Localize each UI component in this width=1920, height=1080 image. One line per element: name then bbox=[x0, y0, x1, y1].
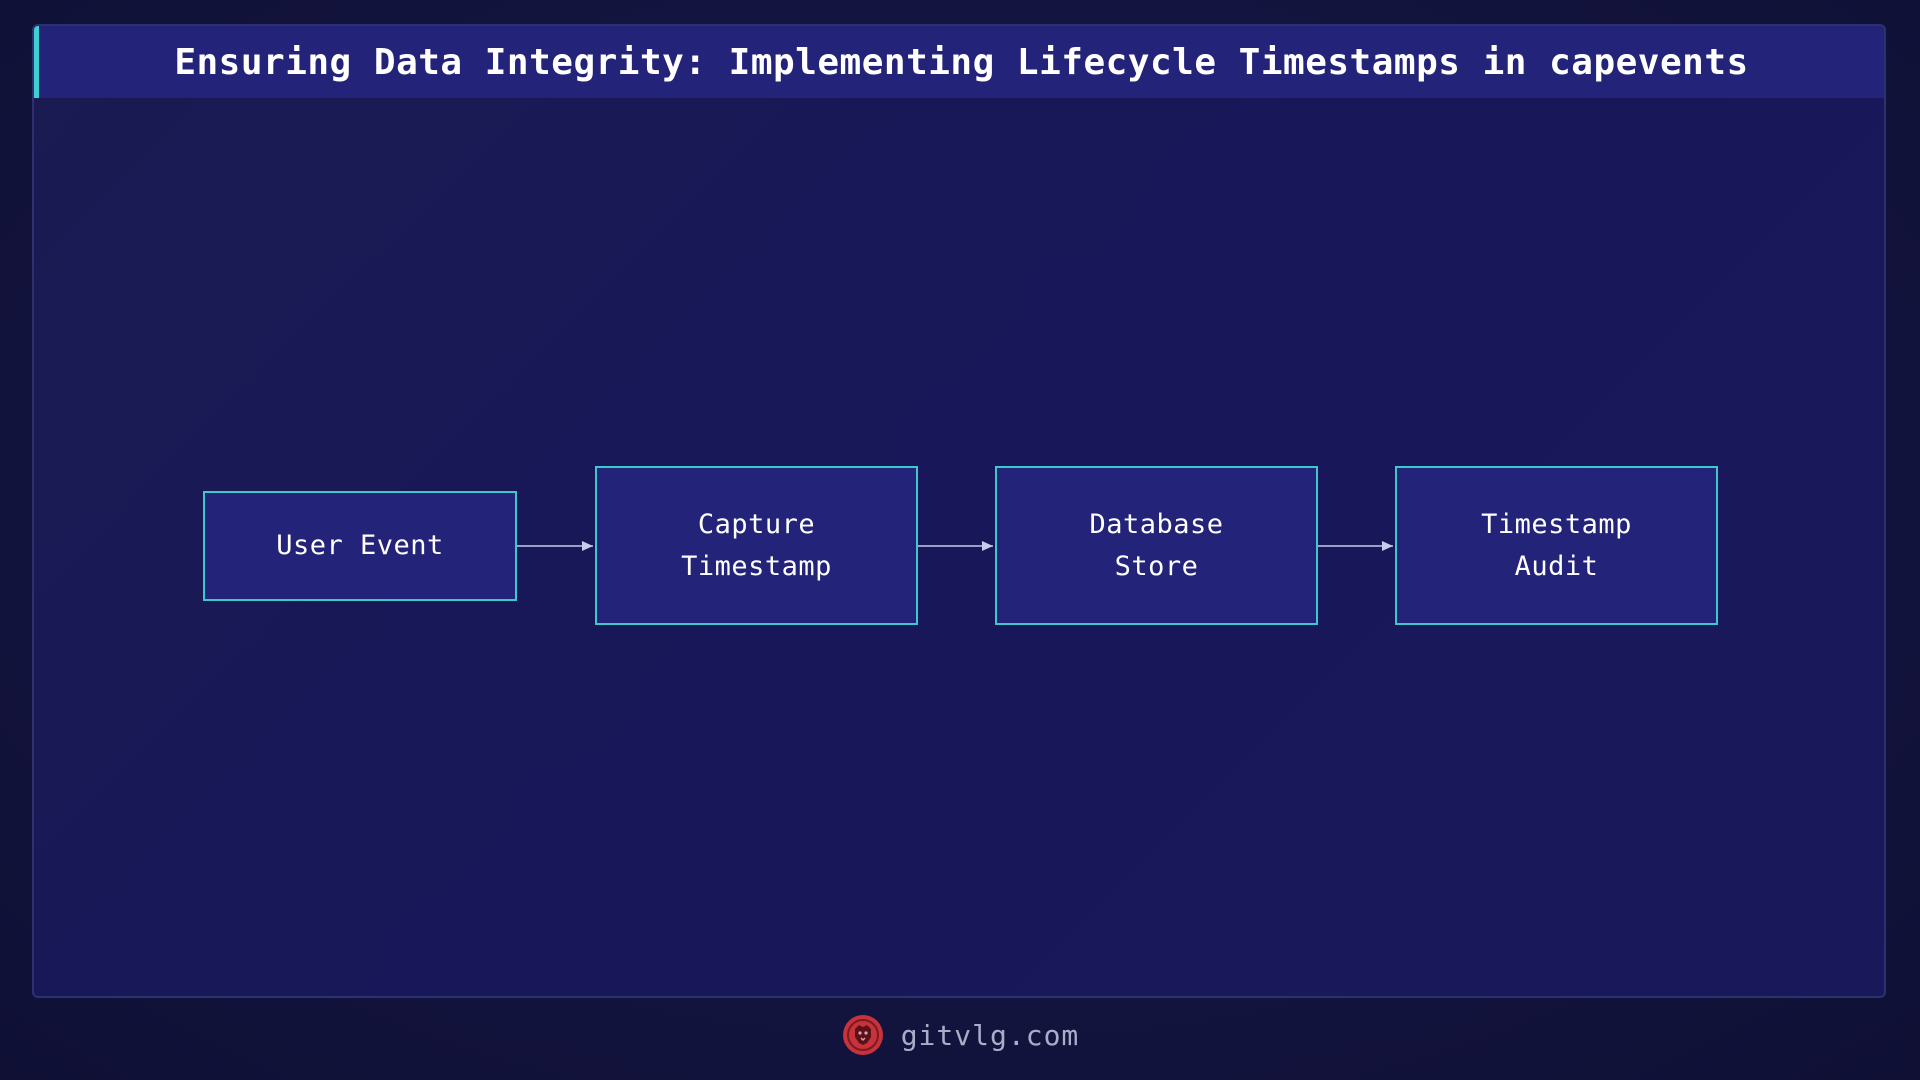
node-timestamp-audit: Timestamp Audit bbox=[1395, 466, 1718, 625]
title-bar: Ensuring Data Integrity: Implementing Li… bbox=[34, 26, 1884, 98]
node-label-capture-timestamp: Capture Timestamp bbox=[681, 508, 832, 582]
footer: gitvlg.com bbox=[0, 1010, 1920, 1060]
node-label-user-event: User Event bbox=[276, 530, 444, 561]
node-user-event: User Event bbox=[203, 491, 517, 601]
node-label-timestamp-audit: Timestamp Audit bbox=[1481, 508, 1632, 582]
node-database-store: Database Store bbox=[995, 466, 1318, 625]
lion-logo-icon bbox=[842, 1015, 883, 1055]
page-title: Ensuring Data Integrity: Implementing Li… bbox=[174, 41, 1749, 83]
node-label-database-store: Database Store bbox=[1089, 508, 1224, 582]
node-capture-timestamp: Capture Timestamp bbox=[595, 466, 918, 625]
footer-site-link[interactable]: gitvlg.com bbox=[900, 1018, 1080, 1052]
